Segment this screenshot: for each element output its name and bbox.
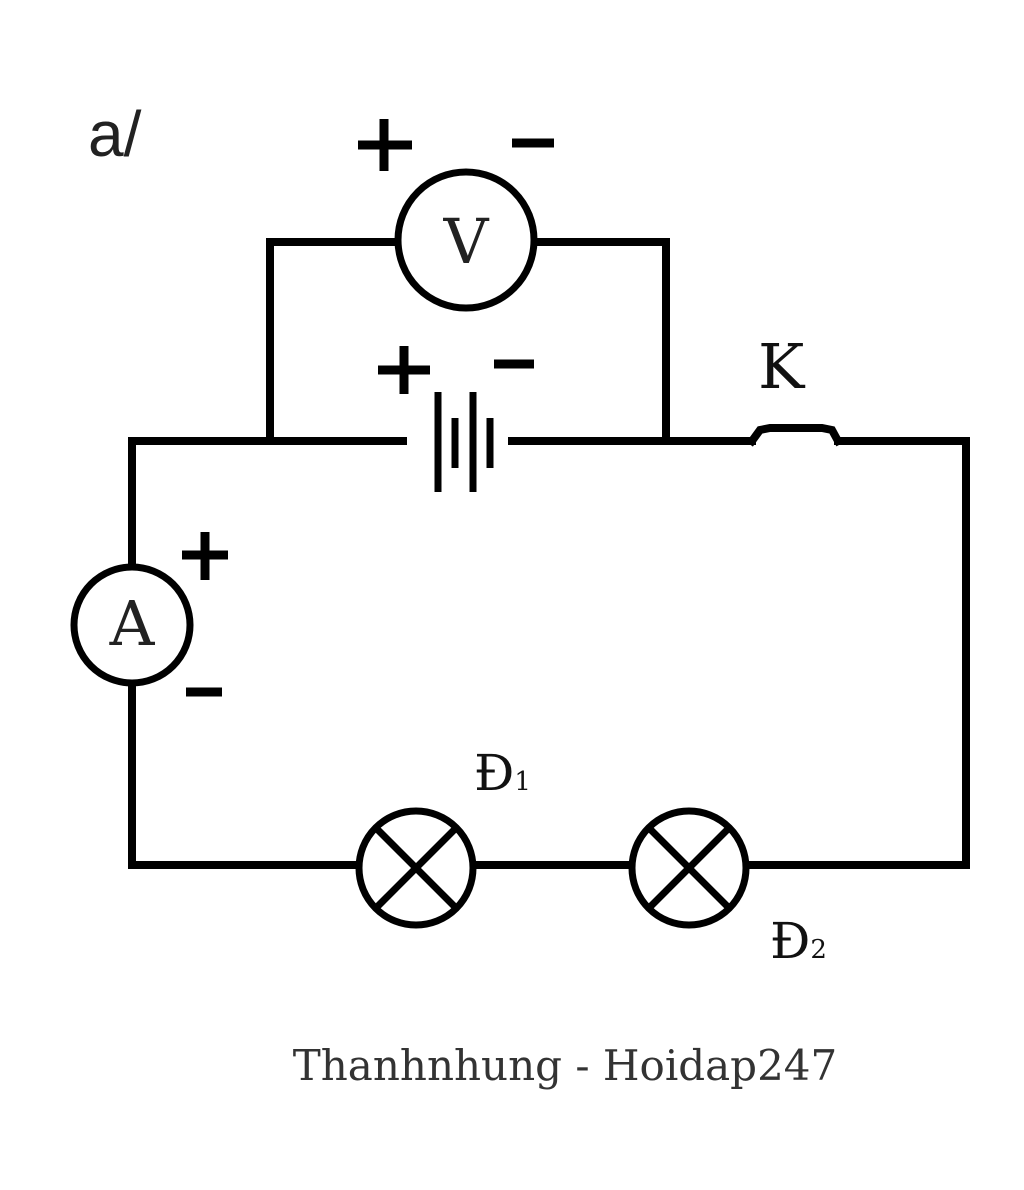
switch-k: K [746, 330, 844, 447]
lamp-d2: Đ2 [628, 807, 827, 970]
ammeter-plus-sign [182, 532, 228, 580]
lamp-d2-label: Đ2 [770, 912, 827, 970]
credit-text: Thanhnhung - Hoidap247 [293, 1041, 838, 1090]
ammeter-symbol: A [109, 587, 156, 660]
part-label: a/ [88, 98, 142, 170]
battery-plus-sign [378, 346, 430, 394]
voltmeter-plus-sign [358, 119, 412, 171]
ammeter: A [70, 532, 228, 697]
lamp-d1: Đ1 [355, 744, 531, 929]
switch-label: K [758, 330, 806, 403]
battery [378, 346, 534, 492]
circuit-wires [128, 238, 970, 869]
lamp-d1-label: Đ1 [474, 744, 531, 802]
voltmeter-symbol: V [443, 205, 490, 278]
voltmeter: V [358, 119, 554, 312]
